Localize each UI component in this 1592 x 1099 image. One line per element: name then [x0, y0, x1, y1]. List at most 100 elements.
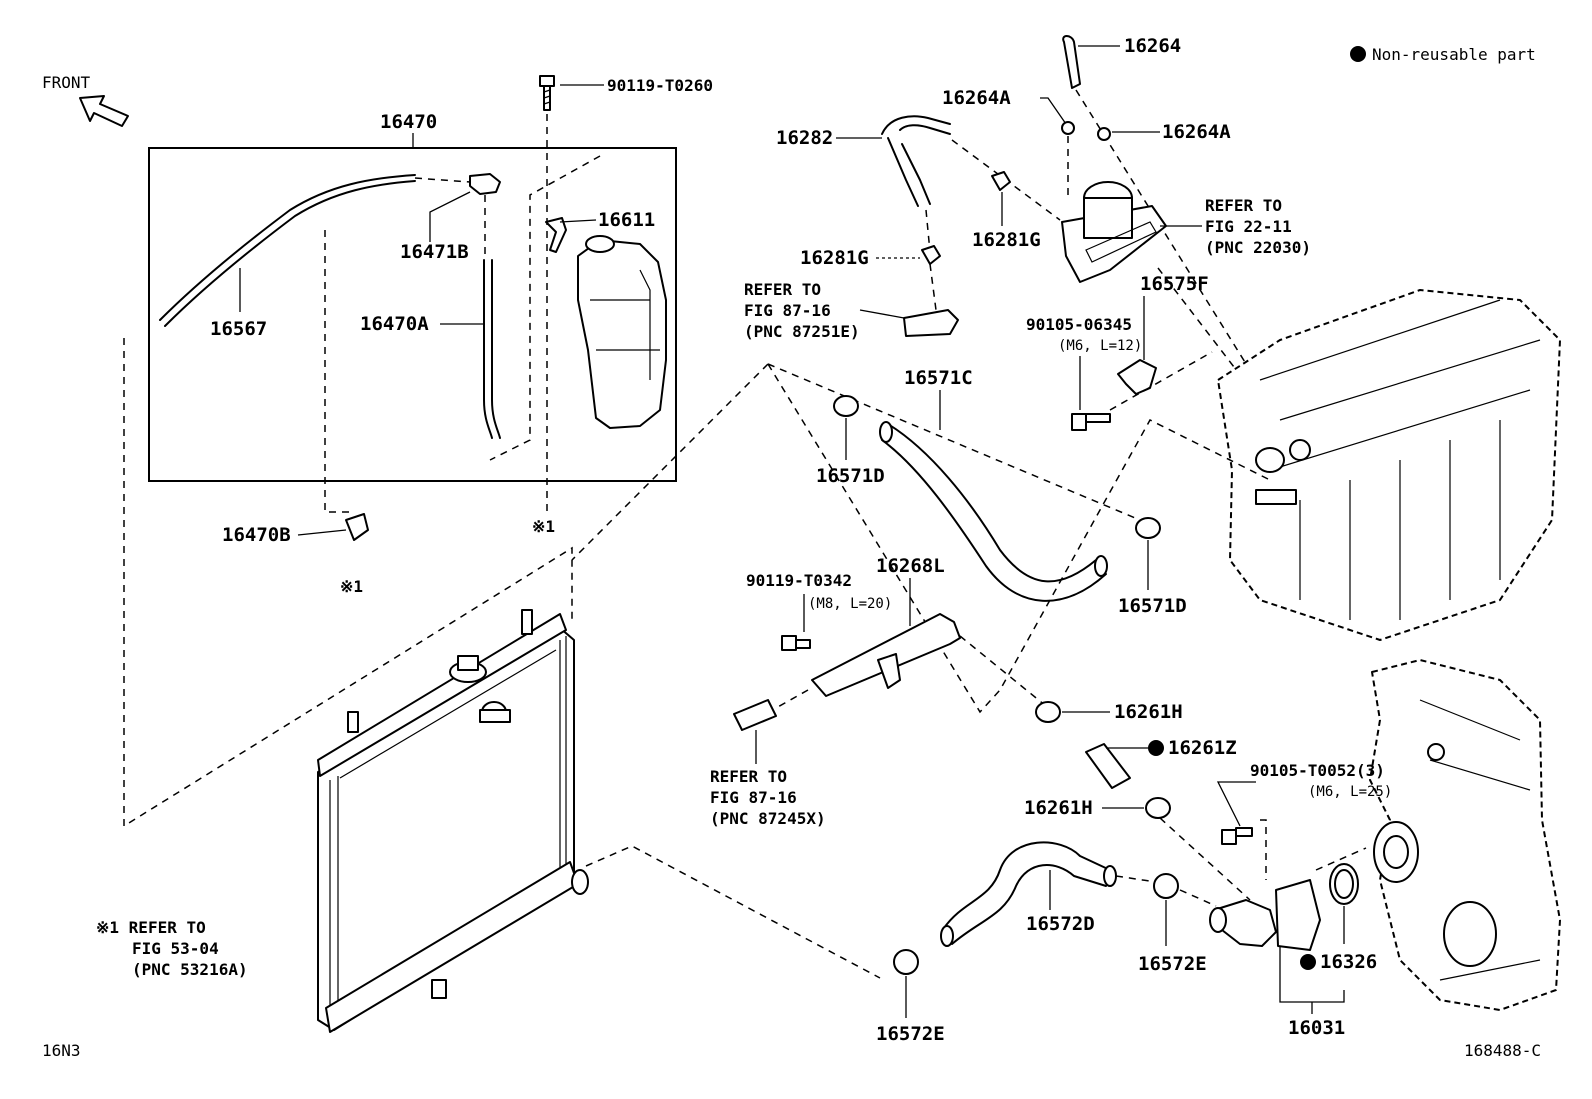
footer-right: 168488-C — [1464, 1041, 1541, 1060]
bolt-90119-t0342-icon — [781, 635, 811, 651]
clamp-16470b-icon — [345, 513, 369, 541]
dash-line — [775, 689, 809, 709]
clamp-16572e-2-icon — [1153, 873, 1179, 899]
part-16575f[interactable]: 16575F — [1140, 273, 1209, 295]
part-90105-t0052[interactable]: 90105-T0052(3) — [1250, 761, 1385, 780]
hose-16567-icon — [159, 174, 416, 321]
leader — [297, 529, 347, 536]
front-label: FRONT — [42, 73, 91, 92]
clip-16471b-icon — [469, 173, 501, 195]
clamp-16571d-1-icon — [833, 395, 859, 417]
leader — [1216, 781, 1256, 827]
hose-end — [879, 421, 893, 443]
bolt-90119-t0260-icon — [539, 75, 555, 111]
svg-text:※1 REFER TO: ※1 REFER TO — [96, 918, 206, 937]
pipe-bracket-icon — [877, 653, 901, 689]
part-16031[interactable]: 16031 — [1288, 1017, 1345, 1039]
engine-block-icon — [1217, 289, 1561, 641]
hose-16282-edge — [899, 124, 951, 205]
footer-left: 16N3 — [42, 1041, 81, 1060]
pipe-16268l-icon — [811, 613, 961, 697]
part-16470b[interactable]: 16470B — [222, 524, 291, 546]
dash-line — [1075, 89, 1267, 397]
clamp-16261h-1-icon — [1035, 701, 1061, 723]
hose-16571c-icon — [887, 423, 1097, 583]
legend-text: Non-reusable part — [1372, 45, 1536, 64]
hose-16261z-icon — [1085, 743, 1131, 789]
svg-text:(PNC 53216A): (PNC 53216A) — [132, 960, 248, 979]
part-16281g-1[interactable]: 16281G — [800, 247, 869, 269]
dash-line — [489, 155, 601, 461]
ref-87251e: REFER TO FIG 87-16 (PNC 87251E) — [744, 280, 860, 341]
dash-line — [1315, 847, 1367, 871]
bolt-90105-t0052-icon — [1221, 827, 1253, 845]
part-16326[interactable]: 16326 — [1320, 951, 1377, 973]
hose-end — [940, 925, 954, 947]
bracket-16611-icon — [545, 217, 567, 253]
dash-line — [959, 635, 1047, 707]
part-16268l[interactable]: 16268L — [876, 555, 945, 577]
dash-line — [925, 209, 931, 253]
part-16470[interactable]: 16470 — [380, 111, 437, 133]
part-90105-06345[interactable]: 90105-06345 — [1026, 315, 1132, 334]
part-16261h-2[interactable]: 16261H — [1024, 797, 1093, 819]
hose-16571c-edge — [881, 439, 1107, 602]
ref-53216a: ※1 REFER TO FIG 53-04 (PNC 53216A) — [96, 918, 248, 979]
part-16281g-2[interactable]: 16281G — [972, 229, 1041, 251]
oring-16264a-2-icon — [1097, 127, 1111, 141]
ref-22030: REFER TO FIG 22-11 (PNC 22030) — [1205, 196, 1311, 257]
part-16470a[interactable]: 16470A — [360, 313, 429, 335]
pipe-87251e-icon — [903, 309, 959, 337]
non-reusable-16261z-icon — [1148, 740, 1164, 756]
dash-line — [1157, 267, 1291, 441]
ref-mark-1a: ※1 — [532, 517, 555, 536]
part-90119-t0342[interactable]: 90119-T0342 — [746, 571, 852, 590]
clamp-16261h-2-icon — [1145, 797, 1171, 819]
part-16572e-2[interactable]: 16572E — [1138, 953, 1207, 975]
hose-16572d-icon — [943, 841, 1111, 929]
part-16264a-1[interactable]: 16264A — [942, 87, 1011, 109]
bracket-16575f-icon — [1117, 359, 1157, 395]
part-16572e-1[interactable]: 16572E — [876, 1023, 945, 1045]
oring-16264a-1-icon — [1061, 121, 1075, 135]
leader — [1040, 97, 1067, 125]
dash-line — [414, 177, 471, 183]
part-16567[interactable]: 16567 — [210, 318, 267, 340]
legend: Non-reusable part — [1350, 45, 1536, 64]
part-16572d[interactable]: 16572D — [1026, 913, 1095, 935]
part-16571d-1[interactable]: 16571D — [816, 465, 885, 487]
svg-text:REFER TO: REFER TO — [744, 280, 821, 299]
reservoir-cap-icon — [585, 235, 615, 253]
part-16571c[interactable]: 16571C — [904, 367, 973, 389]
leader — [429, 191, 471, 242]
reservoir-detail — [590, 269, 660, 380]
part-16282[interactable]: 16282 — [776, 127, 833, 149]
hose-16572d-edge — [951, 864, 1107, 945]
svg-text:REFER TO: REFER TO — [710, 767, 787, 786]
part-16261h-1[interactable]: 16261H — [1114, 701, 1183, 723]
svg-text:FIG 87-16: FIG 87-16 — [710, 788, 797, 807]
front-indicator: FRONT — [42, 73, 129, 127]
svg-text:FIG 87-16: FIG 87-16 — [744, 301, 831, 320]
svg-text:FIG 22-11: FIG 22-11 — [1205, 217, 1292, 236]
tube-16470a-icon — [483, 259, 493, 439]
clamp-16281g-1-icon — [921, 245, 941, 265]
part-16264[interactable]: 16264 — [1124, 35, 1181, 57]
dash-line — [767, 363, 1141, 521]
hose-16567-edge — [164, 180, 416, 327]
part-16471b[interactable]: 16471B — [400, 241, 469, 263]
part-16571d-2[interactable]: 16571D — [1118, 595, 1187, 617]
clamp-16281g-2-icon — [991, 171, 1011, 191]
part-16611[interactable]: 16611 — [598, 209, 655, 231]
spec-t0052: (M6, L=25) — [1308, 784, 1392, 800]
part-16261z[interactable]: 16261Z — [1168, 737, 1237, 759]
leader — [859, 309, 905, 319]
part-16264a-2[interactable]: 16264A — [1162, 121, 1231, 143]
dash-line — [1260, 819, 1267, 880]
leader — [559, 219, 597, 223]
clamp-16571d-2-icon — [1135, 517, 1161, 539]
hose-end — [1094, 555, 1108, 577]
part-90119-t0260[interactable]: 90119-T0260 — [607, 76, 713, 95]
svg-text:REFER TO: REFER TO — [1205, 196, 1282, 215]
bolt-90105-06345-icon — [1071, 413, 1111, 431]
